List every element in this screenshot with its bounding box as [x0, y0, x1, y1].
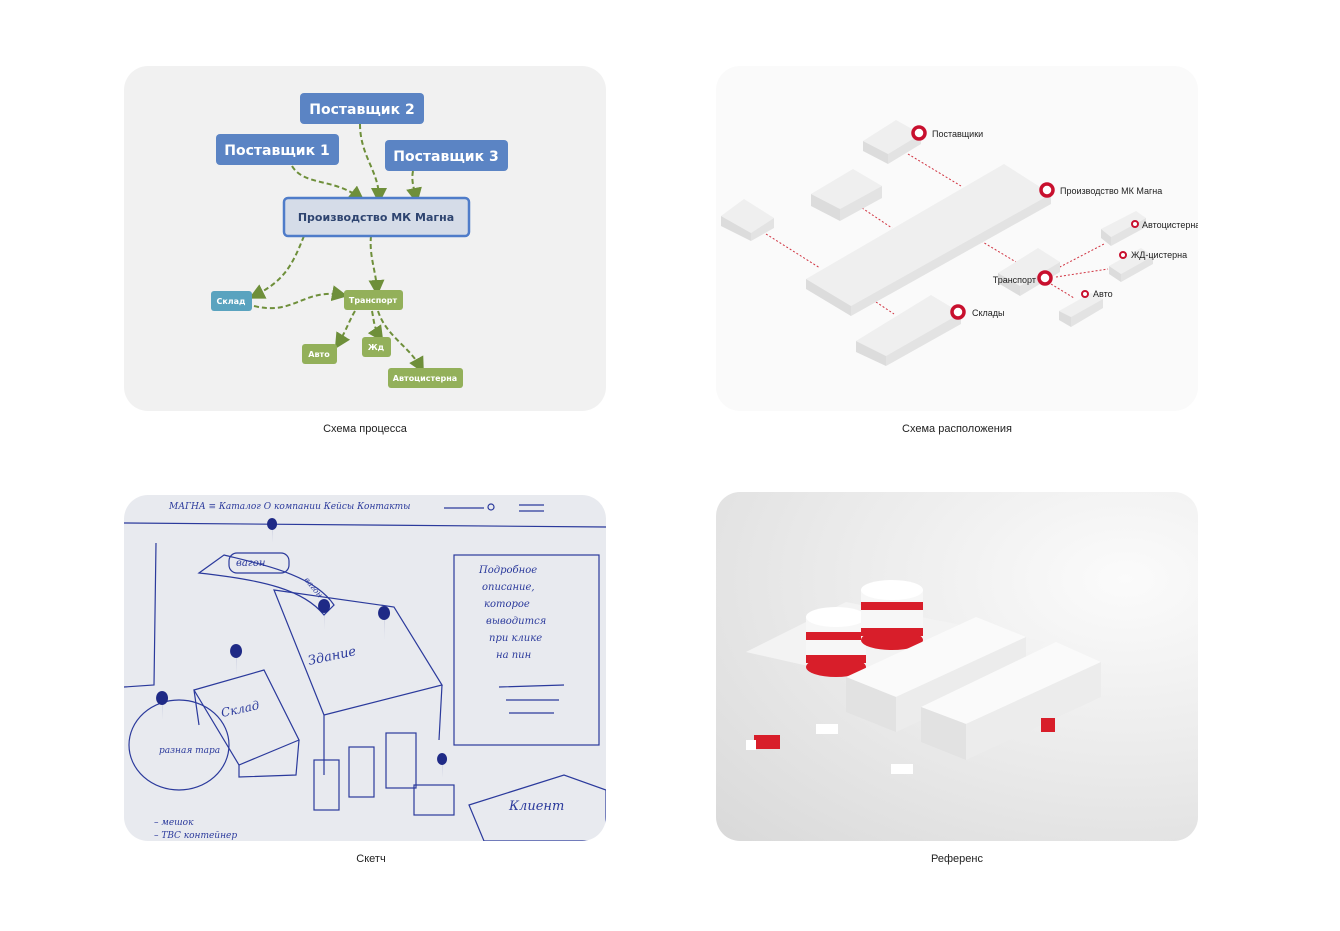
svg-text:Авто: Авто [308, 350, 330, 359]
pin-rail-tanker[interactable] [1119, 251, 1127, 259]
pin-suppliers[interactable] [911, 125, 927, 141]
label-rail-tanker: ЖД-цистерна [1131, 250, 1187, 260]
label-tanker: Автоцистерна [1142, 220, 1198, 230]
connection-lines [765, 153, 1109, 315]
factory-render [746, 580, 1101, 774]
node-rail: Жд [362, 337, 391, 357]
svg-text:при клике: при клике [489, 633, 542, 644]
red-tank [861, 580, 923, 650]
svg-text:Поставщик 2: Поставщик 2 [309, 102, 414, 118]
sketch-pins [156, 518, 448, 778]
hand-sketch: МАГНА ≡ Каталог О компании Кейсы Контакт… [124, 502, 606, 841]
pin-transport[interactable] [1037, 270, 1053, 286]
reference-render [746, 580, 1101, 774]
svg-text:Автоцистерна: Автоцистерна [393, 374, 457, 383]
label-suppliers: Поставщики [932, 129, 983, 139]
svg-text:Склад: Склад [216, 297, 246, 306]
svg-text:на пин: на пин [496, 650, 531, 661]
pin-tanker[interactable] [1131, 220, 1139, 228]
node-supplier-3: Поставщик 3 [385, 140, 508, 171]
svg-text:– мешок: – мешок [154, 818, 194, 828]
svg-text:Поставщик 3: Поставщик 3 [393, 149, 498, 165]
svg-text:вагон: вагон [236, 558, 265, 569]
svg-text:разная тара: разная тара [159, 746, 220, 756]
sketch-description: Подробное описание, которое выводится пр… [478, 565, 546, 661]
svg-text:описание,: описание, [482, 582, 535, 593]
process-diagram-card: Поставщик 2 Поставщик 1 Поставщик 3 Прои… [124, 66, 606, 411]
sketch-strokes [124, 503, 606, 841]
svg-text:Поставщик 1: Поставщик 1 [224, 143, 329, 159]
svg-text:Транспорт: Транспорт [349, 296, 398, 305]
node-transport: Транспорт [344, 290, 403, 310]
svg-text:Склад: Склад [220, 698, 261, 720]
node-supplier-1: Поставщик 1 [216, 134, 339, 165]
flow-arrows [248, 123, 424, 374]
svg-text:которое: которое [484, 599, 530, 610]
caption-sketch: Скетч [356, 853, 386, 865]
node-auto: Авто [302, 344, 337, 364]
pin-warehouses[interactable] [950, 304, 966, 320]
reference-render-card [716, 492, 1198, 841]
label-auto: Авто [1093, 289, 1113, 299]
node-warehouse: Склад [211, 291, 252, 311]
node-supplier-2: Поставщик 2 [300, 93, 424, 124]
pin-production[interactable] [1039, 182, 1055, 198]
layout-scheme-card: Поставщики Производство МК Магна Автоцис… [716, 66, 1198, 411]
node-tanker: Автоцистерна [388, 368, 463, 388]
svg-text:Жд: Жд [368, 343, 385, 352]
map-pins [911, 125, 1139, 320]
sketch-card: МАГНА ≡ Каталог О компании Кейсы Контакт… [124, 495, 606, 841]
svg-text:МАГНА ≡ Каталог О компании: МАГНА ≡ Каталог О компании Кейсы Контакт… [168, 502, 411, 512]
layout-scheme: Поставщики Производство МК Магна Автоцис… [721, 120, 1198, 366]
process-diagram: Поставщик 2 Поставщик 1 Поставщик 3 Прои… [211, 93, 508, 388]
svg-text:выводится: выводится [486, 616, 546, 627]
caption-process-diagram: Схема процесса [323, 423, 407, 435]
svg-text:Здание: Здание [307, 644, 358, 669]
isometric-blocks [721, 120, 1153, 366]
caption-layout-scheme: Схема расположения [902, 423, 1012, 435]
svg-text:– ТВС контейнер: – ТВС контейнер [154, 831, 237, 841]
svg-text:Клиент: Клиент [508, 799, 564, 814]
label-production: Производство МК Магна [1060, 186, 1162, 196]
red-tank [806, 607, 866, 677]
svg-text:Подробное: Подробное [478, 565, 537, 576]
label-transport: Транспорт [993, 275, 1036, 285]
node-production: Производство МК Магна [282, 196, 471, 238]
caption-reference: Референс [931, 853, 983, 865]
svg-text:Производство МК Магна: Производство МК Магна [298, 211, 454, 224]
label-warehouses: Склады [972, 308, 1005, 318]
pin-auto[interactable] [1081, 290, 1089, 298]
